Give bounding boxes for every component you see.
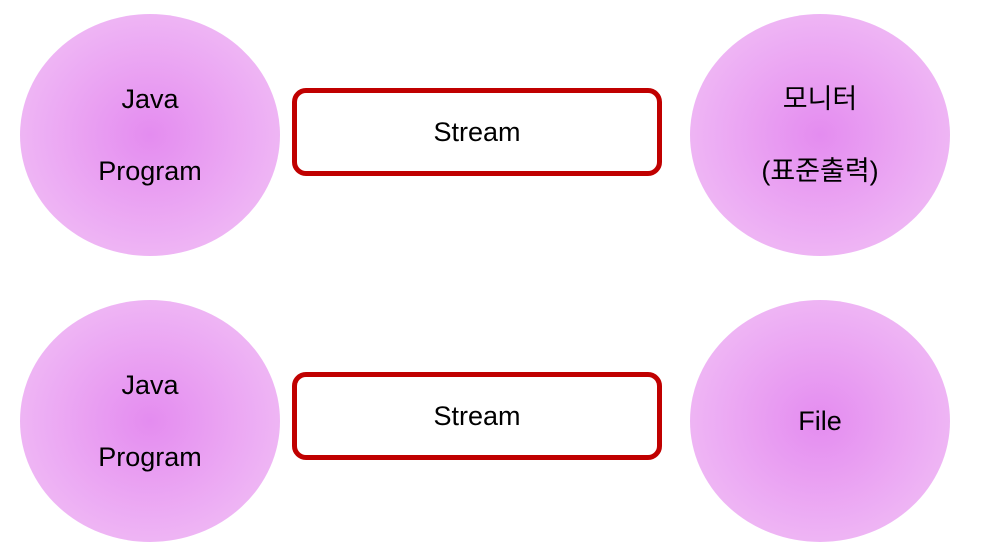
source-node-line: Java <box>121 370 179 400</box>
stream-box-file: Stream <box>292 372 662 460</box>
target-node-monitor: 모니터 (표준출력) <box>690 14 950 256</box>
source-node-line: Program <box>98 156 202 186</box>
target-node-file: File <box>690 300 950 542</box>
source-node-java-program: Java Program <box>20 14 280 256</box>
target-node-label: File <box>798 367 842 475</box>
target-node-line: 모니터 <box>782 84 858 114</box>
target-node-line: (표준출력) <box>761 156 879 186</box>
stream-label: Stream <box>433 116 521 147</box>
source-node-line: Program <box>98 442 202 472</box>
target-node-label: 모니터 (표준출력) <box>761 45 878 225</box>
source-node-java-program: Java Program <box>20 300 280 542</box>
source-node-line: Java <box>121 84 179 114</box>
stream-label: Stream <box>433 400 521 431</box>
stream-box-output: Stream <box>292 88 662 176</box>
target-node-line: File <box>798 406 842 436</box>
source-node-label: Java Program <box>98 45 202 225</box>
source-node-label: Java Program <box>98 331 202 511</box>
